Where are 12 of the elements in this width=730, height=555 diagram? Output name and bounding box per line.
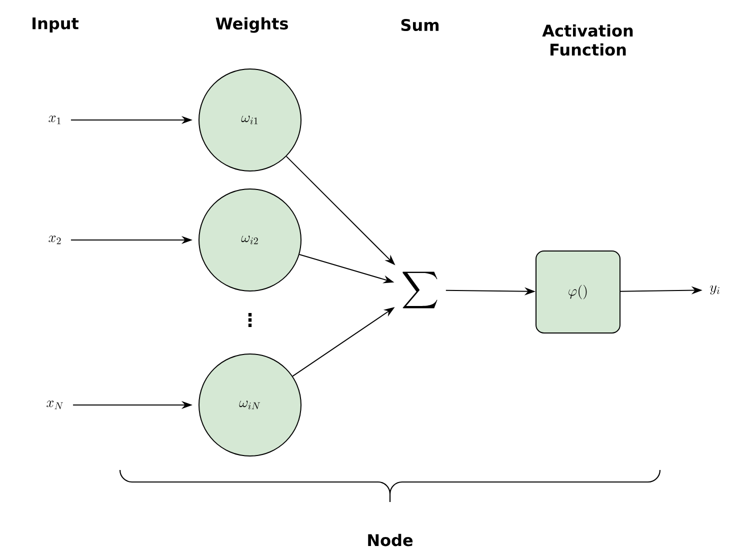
input-symbol: $x_2$ <box>48 236 61 244</box>
column-heading: Weights <box>216 17 288 33</box>
column-heading: Input <box>32 18 79 32</box>
column-heading: Sum <box>401 18 439 32</box>
sum-symbol: $\sum$ <box>402 272 438 308</box>
input-symbol: $x_1$ <box>48 116 60 124</box>
column-heading: Activation Function <box>542 24 633 56</box>
column-heading: Node <box>368 534 413 546</box>
ellipsis-dots: ⋮ <box>248 313 252 327</box>
input-symbol: $x_N$ <box>46 400 63 410</box>
activation-box: $\varphi()$ <box>536 250 620 334</box>
output-symbol: $y_i$ <box>710 285 720 295</box>
